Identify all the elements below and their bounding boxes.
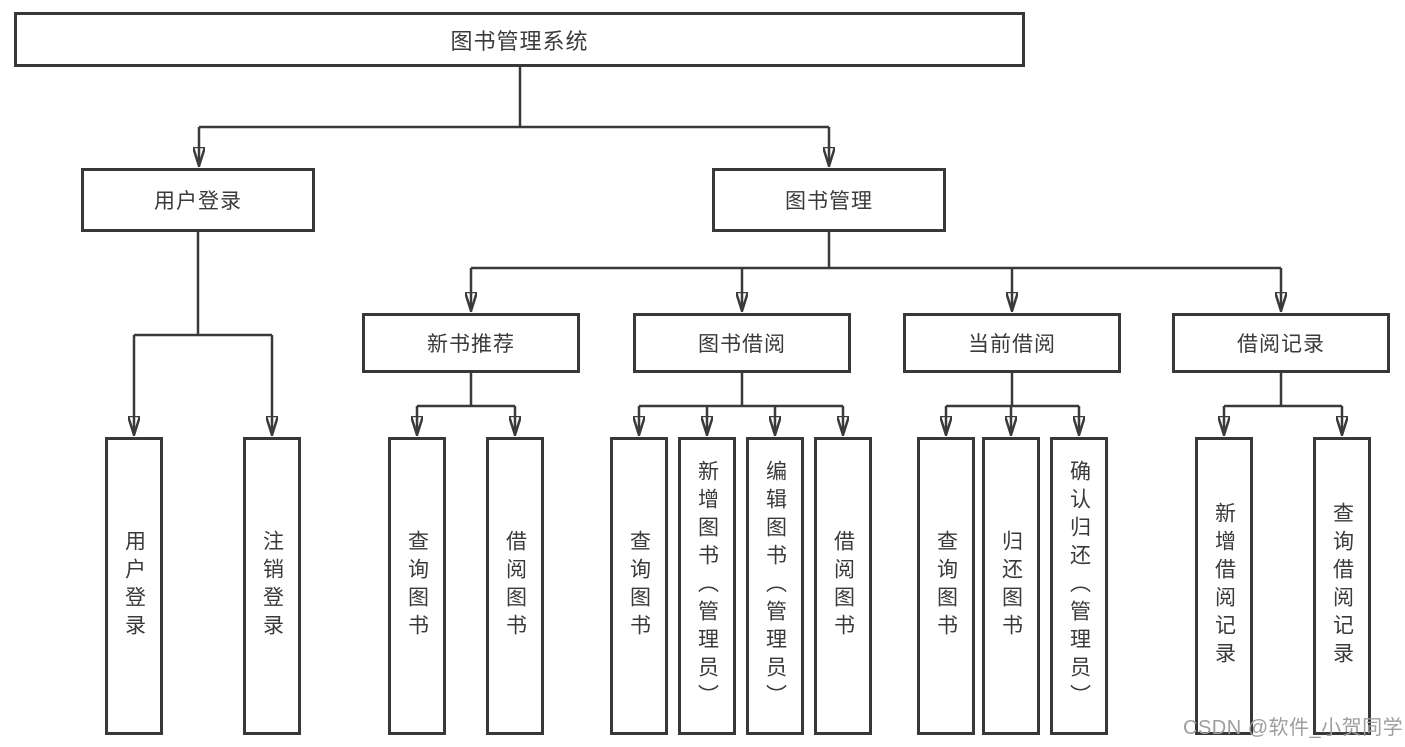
connector-new-book-stem	[417, 373, 515, 408]
leaf-query-books-borrowing: 查询图书	[610, 437, 668, 735]
leaf-add-book-admin: 新增图书（管理员）	[678, 437, 736, 735]
leaf-query-books-current: 查询图书	[917, 437, 975, 735]
leaf-query-books-recommendation: 查询图书	[388, 437, 446, 735]
leaf-label: 注销登录	[260, 530, 284, 642]
leaf-label: 用户登录	[122, 530, 146, 642]
leaf-label: 借阅图书	[503, 530, 527, 642]
node-label: 用户登录	[154, 190, 242, 213]
connector-book-borrowing-stem	[639, 373, 843, 408]
connector-borrowing-records-stem	[1224, 373, 1342, 408]
leaf-query-borrow-record: 查询借阅记录	[1313, 437, 1371, 735]
leaf-label: 编辑图书（管理员）	[763, 460, 787, 712]
node-borrowing-records: 借阅记录	[1172, 313, 1390, 373]
leaf-borrow-books-recommendation: 借阅图书	[486, 437, 544, 735]
leaf-label: 查询图书	[405, 530, 429, 642]
leaf-return-book: 归还图书	[982, 437, 1040, 735]
node-book-management: 图书管理	[712, 168, 946, 232]
leaf-logout: 注销登录	[243, 437, 301, 735]
node-current-borrowing: 当前借阅	[903, 313, 1121, 373]
node-label: 图书管理系统	[450, 28, 589, 54]
node-book-borrowing: 图书借阅	[633, 313, 851, 373]
node-label: 当前借阅	[968, 333, 1056, 356]
node-root-library-system: 图书管理系统	[14, 12, 1025, 67]
leaf-label: 查询图书	[934, 530, 958, 642]
leaf-label: 查询借阅记录	[1330, 502, 1354, 670]
connector-current-borrowing-stem	[946, 373, 1079, 408]
leaf-label: 查询图书	[627, 530, 651, 642]
connector-book-management-stem	[471, 232, 1281, 270]
leaf-label: 新增图书（管理员）	[695, 460, 719, 712]
leaf-label: 确认归还（管理员）	[1067, 460, 1091, 712]
leaf-user-login: 用户登录	[105, 437, 163, 735]
leaf-confirm-return-admin: 确认归还（管理员）	[1050, 437, 1108, 735]
connector-user-login-stem	[134, 232, 272, 337]
leaf-label: 新增借阅记录	[1212, 502, 1236, 670]
leaf-label: 借阅图书	[831, 530, 855, 642]
node-user-login: 用户登录	[81, 168, 315, 232]
node-label: 新书推荐	[427, 333, 515, 356]
leaf-add-borrow-record: 新增借阅记录	[1195, 437, 1253, 735]
leaf-edit-book-admin: 编辑图书（管理员）	[746, 437, 804, 735]
node-label: 图书借阅	[698, 333, 786, 356]
csdn-watermark: CSDN @软件_小贺同学	[1183, 717, 1404, 739]
node-label: 图书管理	[785, 190, 873, 213]
node-label: 借阅记录	[1237, 333, 1325, 356]
leaf-label: 归还图书	[999, 530, 1023, 642]
node-new-book-recommendation: 新书推荐	[362, 313, 580, 373]
connector-root-stem	[199, 67, 829, 129]
leaf-borrow-books-borrowing: 借阅图书	[814, 437, 872, 735]
